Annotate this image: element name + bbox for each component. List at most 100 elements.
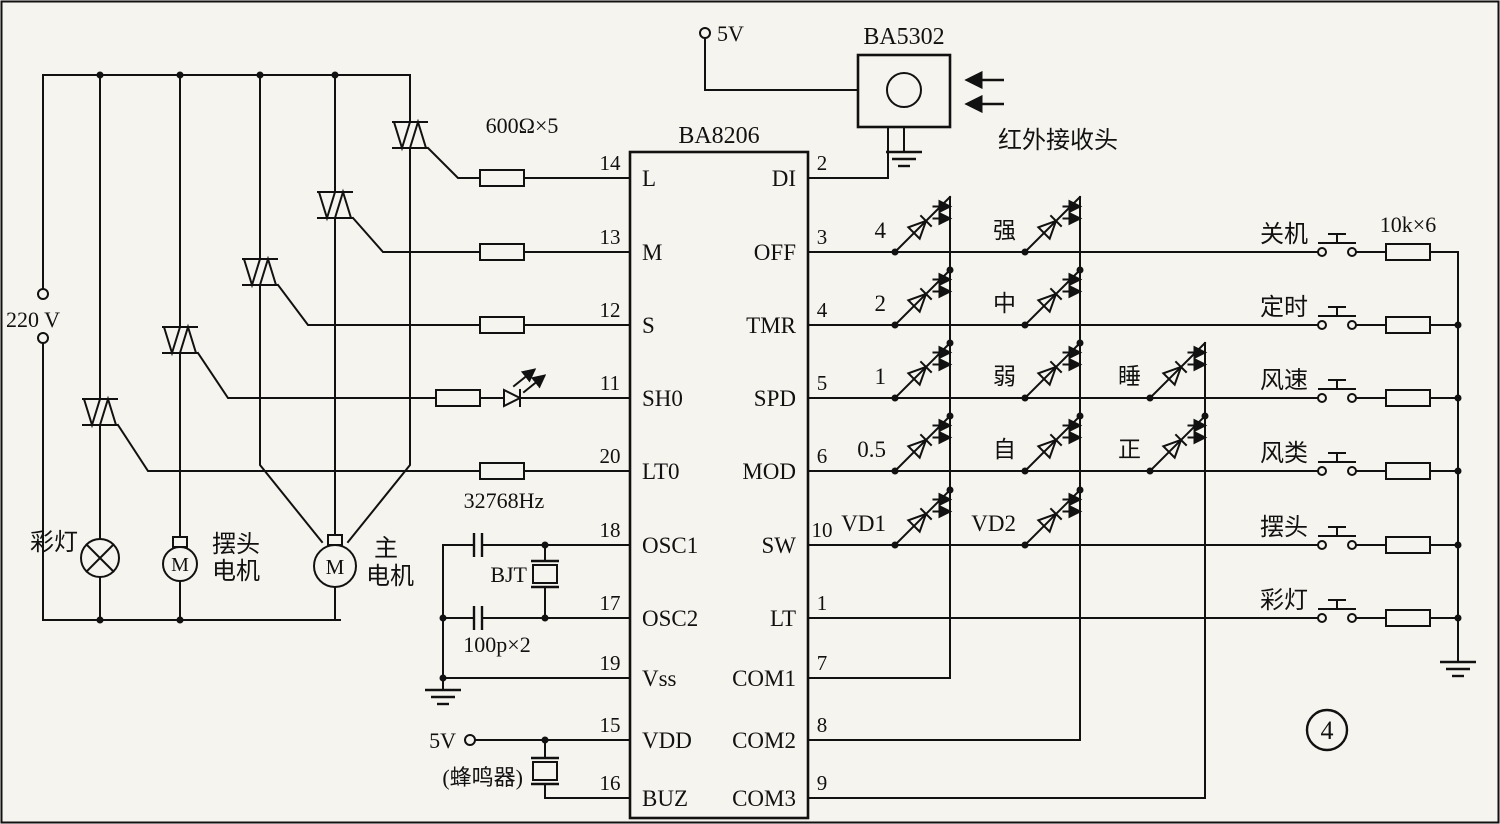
swing-motor-icon: M bbox=[162, 536, 198, 582]
led-matrix-section: 4 2 1 0.5 VD1 强 中 弱 自 VD2 睡 正 bbox=[807, 126, 1319, 799]
led-label: VD2 bbox=[971, 511, 1016, 536]
pin-number: 4 bbox=[817, 298, 828, 322]
main-motor-icon: M bbox=[313, 534, 357, 588]
gate-resistor-bank-label: 600Ω×5 bbox=[486, 113, 559, 138]
pushbutton-icon bbox=[1317, 599, 1357, 623]
led-icon bbox=[908, 207, 949, 239]
pin-number: 18 bbox=[600, 518, 621, 542]
pin-name: OSC2 bbox=[642, 606, 698, 631]
ic-name-label: BA8206 bbox=[678, 123, 759, 149]
ir-section: 5V BA5302 红外接收头 bbox=[699, 21, 1118, 168]
osc1-wire bbox=[442, 544, 631, 689]
button-label: 关机 bbox=[1260, 221, 1308, 248]
pin-number: 16 bbox=[600, 771, 621, 795]
led-icon bbox=[1038, 353, 1079, 385]
crystal-frequency-label: 32768Hz bbox=[464, 488, 545, 513]
ir-receiver-box bbox=[856, 53, 952, 129]
vdd-5v-label: 5V bbox=[429, 728, 456, 753]
pin-name: M bbox=[642, 240, 662, 265]
triac-symbol bbox=[391, 108, 429, 162]
gate-resistor bbox=[479, 316, 525, 334]
mains-terminal-bottom bbox=[37, 332, 49, 344]
led-icon bbox=[908, 280, 949, 312]
pin-name: SH0 bbox=[642, 386, 683, 411]
gate-resistor bbox=[479, 243, 525, 261]
ground-icon bbox=[423, 688, 463, 706]
pullup-resistor bbox=[1385, 536, 1431, 554]
mains-terminal-top bbox=[37, 288, 49, 300]
motor-letter: M bbox=[171, 554, 189, 576]
gate-wire bbox=[196, 351, 437, 399]
pin-number: 8 bbox=[817, 713, 828, 737]
pin-name: SW bbox=[762, 533, 797, 558]
pin-name: COM1 bbox=[732, 666, 796, 691]
pin-number: 15 bbox=[600, 713, 621, 737]
led-icon bbox=[1038, 500, 1079, 532]
led-label: 1 bbox=[875, 364, 887, 389]
led-icon bbox=[1038, 426, 1079, 458]
button-label: 摆头 bbox=[1260, 514, 1308, 541]
button-section: 关机 定时 风速 风类 摆头 彩灯 10k×6 bbox=[1260, 212, 1478, 678]
gate-resistor bbox=[479, 462, 525, 480]
pin-number: 3 bbox=[817, 225, 828, 249]
pin-number: 14 bbox=[600, 151, 622, 175]
figure-number-badge: 4 bbox=[1305, 708, 1349, 752]
swing-motor-label-line1: 摆头 bbox=[212, 531, 260, 558]
gate-wire bbox=[116, 423, 481, 472]
pin-name: DI bbox=[772, 166, 796, 191]
pin-number: 6 bbox=[817, 444, 828, 468]
main-motor-branch3-wire bbox=[346, 74, 411, 544]
pin-name: VDD bbox=[642, 728, 692, 753]
pullup-resistor-bank-label: 10k×6 bbox=[1380, 212, 1436, 237]
pin-number: 2 bbox=[817, 151, 828, 175]
pin-name: Vss bbox=[642, 666, 677, 691]
pin-name: BUZ bbox=[642, 786, 688, 811]
ground-icon bbox=[1438, 660, 1478, 678]
triac-symbol bbox=[161, 313, 199, 367]
pin-name: OFF bbox=[754, 240, 796, 265]
pin-name: LT0 bbox=[642, 459, 680, 484]
led-label: 4 bbox=[875, 218, 887, 243]
pin-number: 19 bbox=[600, 651, 621, 675]
pin-number: 10 bbox=[812, 518, 833, 542]
pullup-resistor bbox=[1385, 609, 1431, 627]
mains-voltage-label: 220 V bbox=[6, 307, 60, 332]
5v-wire bbox=[704, 37, 859, 91]
led-label: 0.5 bbox=[857, 437, 886, 462]
main-motor-label-line2: 电机 bbox=[366, 563, 414, 590]
pushbutton-icon bbox=[1317, 306, 1357, 330]
ground-icon bbox=[884, 150, 924, 168]
lamp-icon bbox=[80, 538, 120, 578]
ic-section: BA8206 14 13 12 11 20 18 17 19 15 16 L M… bbox=[600, 123, 833, 820]
pushbutton-icon bbox=[1317, 452, 1357, 476]
triac-symbol bbox=[81, 385, 119, 439]
led-icon bbox=[908, 426, 949, 458]
ir-lens-icon bbox=[886, 72, 922, 108]
osc-capacitor bbox=[472, 604, 484, 632]
pin-name: OSC1 bbox=[642, 533, 698, 558]
mains-section: 220 V 600Ω×5 bbox=[6, 71, 631, 624]
figure-number: 4 bbox=[1321, 716, 1334, 745]
led-label: 中 bbox=[993, 291, 1016, 316]
pullup-resistor bbox=[1385, 389, 1431, 407]
main-motor-label-line1: 主 bbox=[374, 535, 398, 562]
sho-led-icon bbox=[503, 368, 547, 408]
gate-wire bbox=[426, 146, 481, 179]
led-label: 睡 bbox=[1118, 364, 1141, 389]
pin-number: 17 bbox=[600, 591, 621, 615]
led-label: 正 bbox=[1118, 437, 1141, 462]
pullup-resistor bbox=[1385, 243, 1431, 261]
button-label: 定时 bbox=[1260, 294, 1308, 321]
crystal-icon bbox=[529, 559, 561, 589]
triac-symbol bbox=[241, 245, 279, 299]
led-icon bbox=[1038, 207, 1079, 239]
button-resistor-wires bbox=[1355, 251, 1459, 619]
main-motor-branch1-wire bbox=[259, 74, 324, 544]
crystal-ref-label: BJT bbox=[490, 562, 527, 587]
ir-receiver-label: 红外接收头 bbox=[998, 127, 1118, 154]
pin-name: L bbox=[642, 166, 656, 191]
led-icon bbox=[908, 500, 949, 532]
pin-number: 9 bbox=[817, 771, 828, 795]
